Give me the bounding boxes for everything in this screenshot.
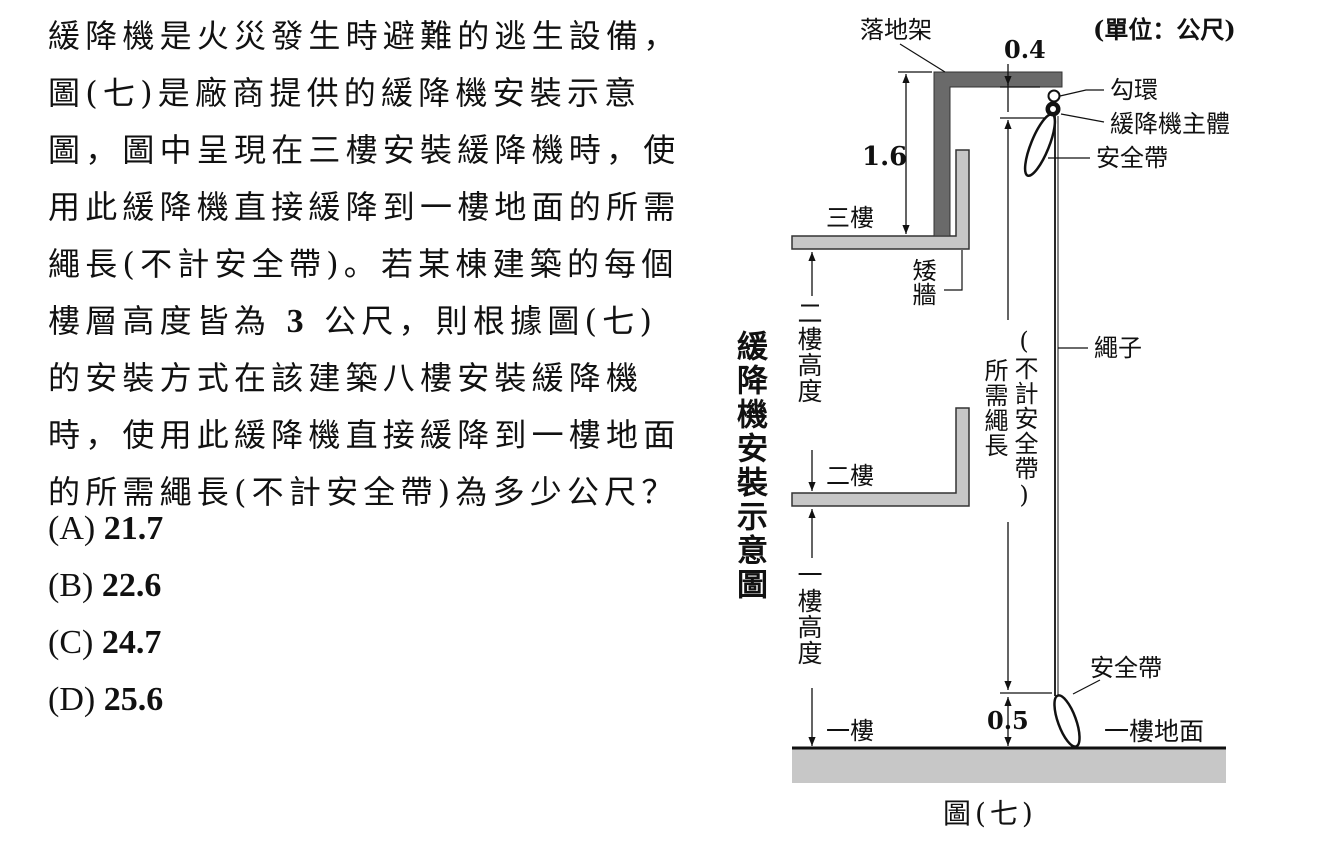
question-line-8: 時，使用此緩降機直接緩降到一樓地面	[48, 416, 681, 454]
dim-left-value: 1.6	[862, 142, 907, 172]
option-a-label: (A)	[48, 510, 96, 547]
label-rope-length: 所需繩長	[980, 358, 1008, 458]
label-floor3: 三樓	[826, 204, 874, 232]
label-floor1: 一樓	[826, 717, 874, 745]
question-line-6-post: 公尺，則根據圖(七)	[324, 302, 658, 340]
question-line-6-pre: 樓層高度皆為	[48, 302, 272, 340]
question-line-4: 用此緩降機直接緩降到一樓地面的所需	[48, 188, 681, 226]
option-d[interactable]: (D) 25.6	[48, 671, 163, 728]
second-floor-slab	[791, 407, 970, 507]
leader-low-wall	[944, 250, 963, 291]
question-line-7: 的安裝方式在該建築八樓安裝緩降機	[48, 359, 644, 397]
ground-block	[792, 749, 1226, 783]
dim-top-value: 0.4	[1004, 35, 1046, 64]
label-rope-note: (不計安全帶)	[1010, 327, 1038, 510]
floor-height-number: 3	[286, 303, 309, 340]
bottom-safety-belt	[1053, 694, 1081, 748]
label-height1: 一樓高度	[794, 562, 823, 666]
leader-mount	[899, 43, 946, 73]
option-b[interactable]: (B) 22.6	[48, 557, 163, 614]
question-line-6: 樓層高度皆為 3 公尺，則根據圖(七)	[48, 293, 728, 350]
label-bottom-belt: 安全帶	[1090, 654, 1162, 682]
label-low-wall: 矮牆	[908, 258, 936, 306]
option-b-label: (B)	[48, 567, 94, 604]
leader-bottom-belt	[1072, 679, 1101, 695]
option-a-value: 21.7	[103, 510, 164, 547]
dim-bottom-value: 0.5	[987, 706, 1029, 735]
label-mount: 落地架	[860, 16, 932, 44]
label-body: 緩降機主體	[1110, 110, 1230, 138]
option-a[interactable]: (A) 21.7	[48, 500, 163, 557]
label-height2: 二樓高度	[794, 300, 823, 404]
question-line-9: 的所需繩長(不計安全帶)為多少公尺？	[48, 473, 679, 511]
label-top-belt: 安全帶	[1096, 144, 1168, 172]
option-c[interactable]: (C) 24.7	[48, 614, 163, 671]
label-hook: 勾環	[1110, 76, 1158, 104]
question-line-3: 圖，圖中呈現在三樓安裝緩降機時，使	[48, 131, 681, 169]
answer-options: (A) 21.7 (B) 22.6 (C) 24.7 (D) 25.6	[48, 500, 163, 728]
top-safety-belt	[1023, 112, 1057, 178]
question-text: 緩降機是火災發生時避難的逃生設備， 圖(七)是廠商提供的緩降機安裝示意 圖，圖中…	[48, 8, 728, 521]
question-line-1: 緩降機是火災發生時避難的逃生設備，	[48, 17, 681, 55]
label-unit: (單位：公尺)	[1093, 15, 1236, 44]
descender-body-center	[1050, 106, 1056, 112]
question-line-5: 繩長(不計安全帶)。若某棟建築的每個	[48, 245, 679, 283]
hook-ring	[1047, 89, 1061, 103]
option-d-value: 25.6	[103, 681, 164, 718]
option-d-label: (D)	[48, 681, 96, 718]
label-floor2: 二樓	[826, 462, 874, 490]
figure-caption: 圖(七)	[943, 797, 1037, 830]
label-rope: 繩子	[1094, 334, 1142, 362]
figure-title: 緩降機安裝示意圖	[731, 330, 767, 602]
leader-body	[1060, 113, 1105, 123]
mounting-stand	[933, 71, 1063, 237]
option-c-label: (C)	[48, 624, 94, 661]
question-line-2: 圖(七)是廠商提供的緩降機安裝示意	[48, 74, 642, 112]
option-c-value: 24.7	[101, 624, 162, 661]
label-ground: 一樓地面	[1104, 717, 1204, 746]
third-floor-slab	[791, 149, 970, 250]
option-b-value: 22.6	[101, 567, 162, 604]
leader-hook	[1059, 89, 1104, 97]
